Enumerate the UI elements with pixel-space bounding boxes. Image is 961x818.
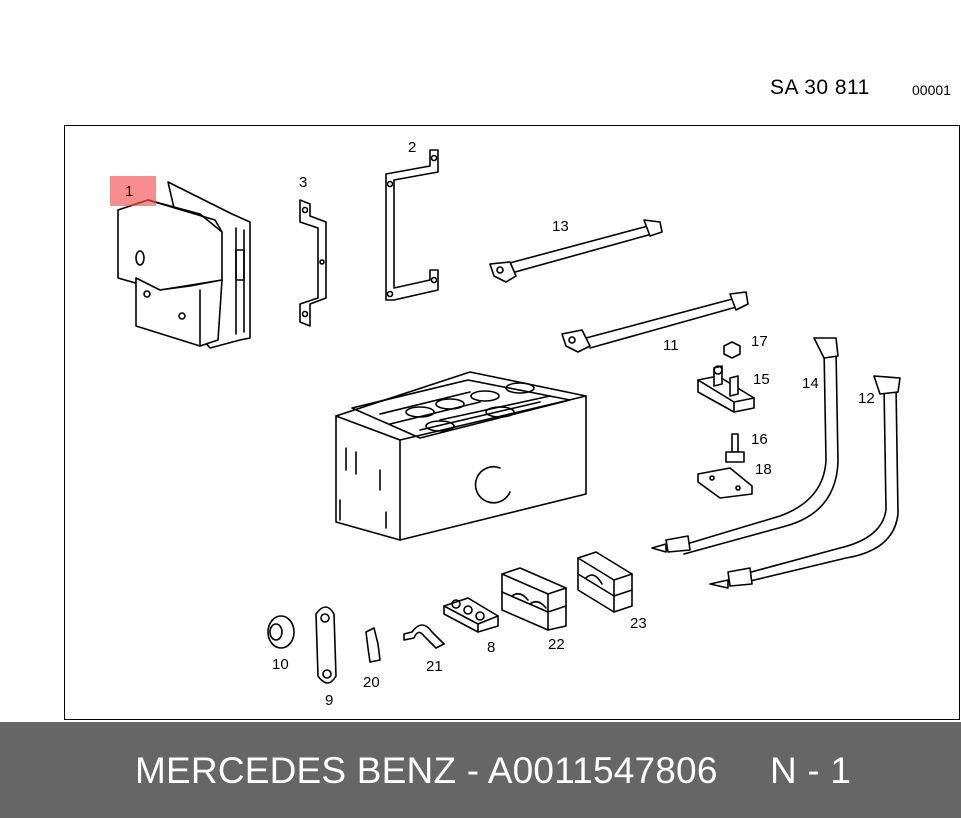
callout-21[interactable]: 21 xyxy=(426,658,443,675)
sheet-code: SA 30 811 xyxy=(770,76,870,99)
callout-3[interactable]: 3 xyxy=(299,174,308,191)
footer-part-number: MERCEDES BENZ - A0011547806 N - 1 xyxy=(135,750,852,791)
callout-23[interactable]: 23 xyxy=(630,615,647,632)
part-22-drawing xyxy=(501,567,567,631)
footer-bar: MERCEDES BENZ - A0011547806 N - 1 xyxy=(0,722,961,818)
callout-18[interactable]: 18 xyxy=(755,461,772,478)
callout-15[interactable]: 15 xyxy=(753,371,770,388)
part-2-drawing xyxy=(385,149,439,301)
callout-10[interactable]: 10 xyxy=(272,656,289,673)
callout-11[interactable]: 11 xyxy=(663,337,679,354)
callout-20[interactable]: 20 xyxy=(363,674,380,691)
battery-drawing xyxy=(335,371,587,541)
part-21-drawing xyxy=(403,624,445,649)
part-14-drawing xyxy=(651,337,839,555)
part-17-drawing xyxy=(723,341,741,359)
part-8-drawing xyxy=(443,597,499,633)
part-20-drawing xyxy=(365,627,381,663)
part-3-drawing xyxy=(299,199,327,327)
part-16-drawing xyxy=(725,433,745,463)
part-13-drawing xyxy=(489,219,663,283)
part-15-drawing xyxy=(697,365,755,413)
callout-17[interactable]: 17 xyxy=(751,333,768,350)
callout-9[interactable]: 9 xyxy=(325,692,334,709)
part-18-drawing xyxy=(697,467,753,499)
callout-22[interactable]: 22 xyxy=(548,636,565,653)
callout-16[interactable]: 16 xyxy=(751,431,768,448)
callout-2[interactable]: 2 xyxy=(408,139,417,156)
callout-8[interactable]: 8 xyxy=(487,639,496,656)
selected-part-highlight[interactable] xyxy=(110,176,156,206)
part-10-drawing xyxy=(267,615,295,649)
part-11-drawing xyxy=(561,291,749,353)
callout-1[interactable]: 1 xyxy=(125,183,134,200)
part-12-drawing xyxy=(709,375,901,589)
part-1-drawing xyxy=(117,181,251,349)
callout-13[interactable]: 13 xyxy=(552,218,569,235)
part-9-drawing xyxy=(315,606,337,684)
part-23-drawing xyxy=(577,551,633,613)
callout-12[interactable]: 12 xyxy=(858,390,875,407)
sheet-sequence-number: 00001 xyxy=(912,82,951,98)
callout-14[interactable]: 14 xyxy=(802,375,819,392)
